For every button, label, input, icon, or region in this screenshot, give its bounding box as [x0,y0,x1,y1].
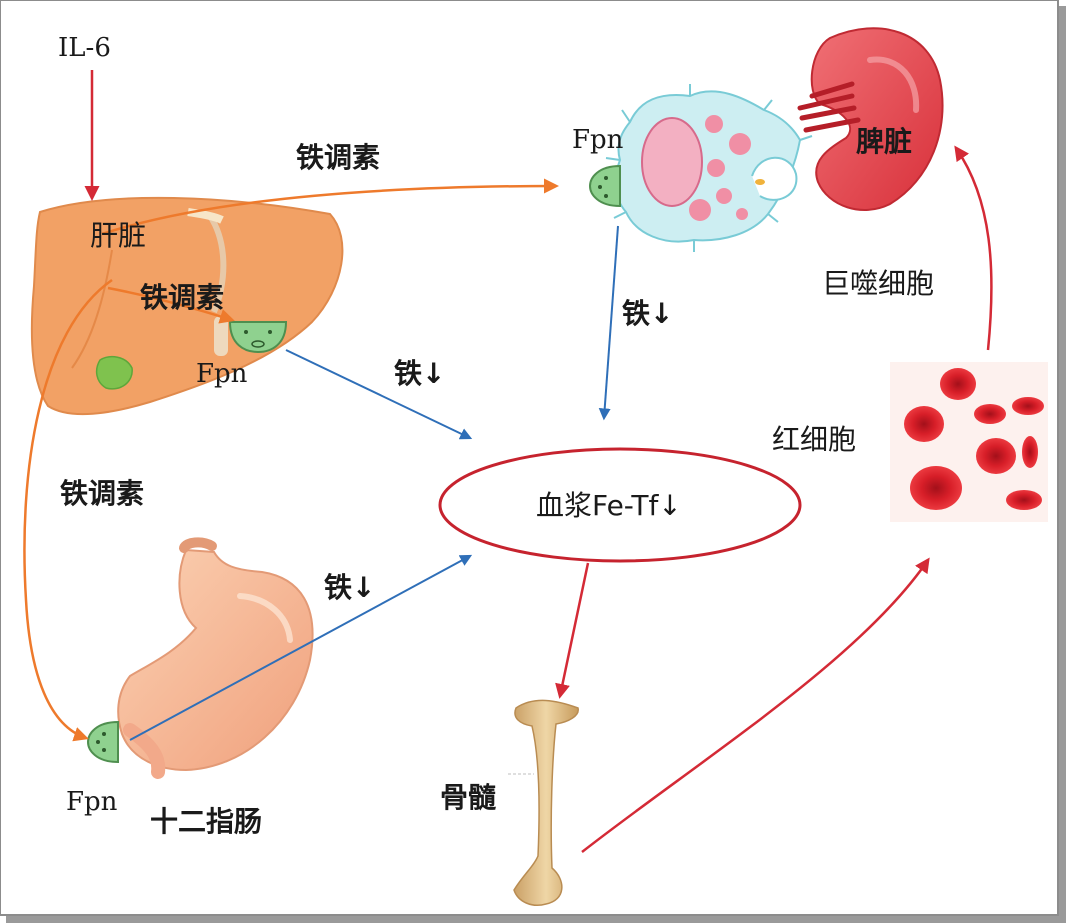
iron-liver-label: 铁↓ [394,358,445,390]
plasma-fe-tf-label: 血浆Fe-Tf↓ [536,490,682,522]
iron-macrophage-label: 铁↓ [622,298,673,330]
hepcidin-mid-label: 铁调素 [140,282,224,314]
fpn-duodenum-label: Fpn [66,786,117,818]
red-blood-cells-illustration [890,362,1048,522]
spleen-label: 脾脏 [856,126,912,158]
hepcidin-left-label: 铁调素 [60,478,144,510]
duodenum-label: 十二指肠 [150,806,262,838]
fpn-liver-label: Fpn [196,358,247,390]
rbc-label: 红细胞 [772,424,856,456]
hepcidin-top-label: 铁调素 [296,142,380,174]
il6-label: IL-6 [58,32,111,64]
bone-marrow-label: 骨髓 [440,782,496,814]
liver-label: 肝脏 [90,220,146,252]
macrophage-label: 巨噬细胞 [822,268,934,300]
iron-duodenum-label: 铁↓ [324,572,375,604]
fpn-macrophage-label: Fpn [572,124,623,156]
